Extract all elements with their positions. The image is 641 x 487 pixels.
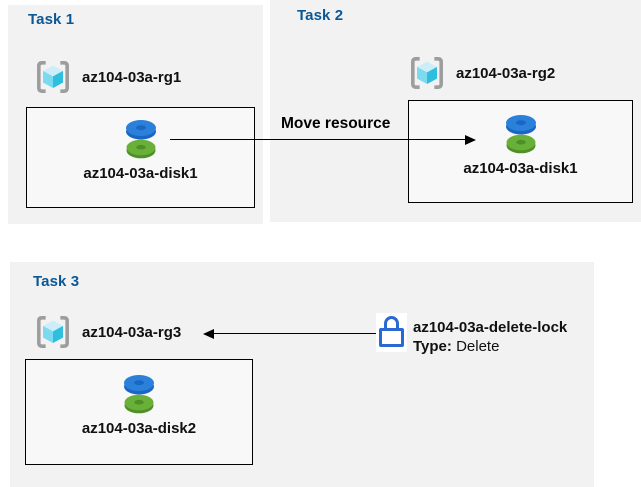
task3-resource-box: az104-03a-disk2 [25,359,253,465]
move-arrow-head-icon [465,135,476,145]
lock-arrow-head-icon [203,329,214,339]
task2-resource-group: az104-03a-rg2 [406,52,555,94]
lock-name-label: az104-03a-delete-lock [413,319,568,336]
task1-title: Task 1 [28,11,75,28]
lock-body [379,328,404,347]
lock-type-value: Delete [456,338,500,355]
move-resource-label: Move resource [281,115,391,132]
disk-icon [124,375,154,414]
lock-shackle [384,316,399,332]
task1-panel: Task 1 [8,5,263,224]
disk-label: az104-03a-disk1 [83,165,198,182]
resource-group-icon [37,316,69,348]
lock-type-line: Type: Delete [413,337,567,356]
resource-group-label: az104-03a-rg2 [456,64,556,82]
task3-resource-group: az104-03a-rg3 [32,311,181,353]
task3-panel: Task 3 [10,262,594,487]
lock-type-label: Type: [413,338,452,355]
task2-resource-box: az104-03a-disk1 [408,100,633,203]
lock-arrow-line [212,333,376,334]
resource-group-icon [411,57,443,89]
disk-icon [505,115,536,154]
disk-label: az104-03a-disk2 [81,420,197,437]
disk-icon [125,120,156,159]
task1-resource-group: az104-03a-rg1 [32,56,181,98]
task2-title: Task 2 [297,7,344,24]
lock-annotation: az104-03a-delete-lock Type: Delete [413,318,567,356]
move-arrow-line [170,139,466,140]
task3-title: Task 3 [33,273,80,290]
task1-resource-box: az104-03a-disk1 [26,107,255,208]
resource-group-label: az104-03a-rg3 [82,323,182,341]
task2-panel: Task 2 [270,0,641,222]
disk-label: az104-03a-disk1 [463,160,578,177]
lock-icon [376,313,407,352]
resource-group-icon [37,61,69,93]
resource-group-label: az104-03a-rg1 [82,68,182,86]
